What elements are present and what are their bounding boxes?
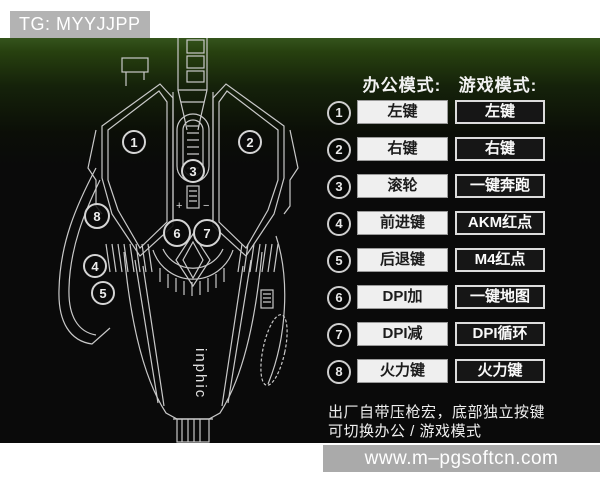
row-number-3: 3 (327, 175, 351, 199)
mouse-diagram-area: + − (0, 38, 600, 443)
game-label-8: 火力键 (455, 359, 545, 383)
row-number-8: 8 (327, 360, 351, 384)
game-label-7: DPI循环 (455, 322, 545, 346)
callout-5: 5 (99, 286, 106, 301)
callout-3: 3 (189, 164, 196, 179)
mouse-callouts: 1 2 3 4 5 6 7 8 (83, 130, 262, 305)
row-number-7: 7 (327, 323, 351, 347)
row-number-4: 4 (327, 212, 351, 236)
mouse-line-drawing: + − (58, 38, 299, 443)
game-label-6: 一键地图 (455, 285, 545, 309)
mouse-dpi-rocker: + − (176, 185, 209, 212)
game-label-2: 右键 (455, 137, 545, 161)
mouse-grip-ribs (105, 243, 279, 273)
mouse-left-button (87, 83, 174, 257)
office-label-7: DPI减 (357, 322, 448, 346)
callout-8: 8 (93, 209, 100, 224)
row-number-2: 2 (327, 138, 351, 162)
game-label-5: M4红点 (455, 248, 545, 272)
callout-7: 7 (203, 226, 210, 241)
game-mode-header: 游戏模式: (458, 76, 538, 95)
website-watermark: www.m–pgsoftcn.com (323, 445, 600, 472)
row-number-6: 6 (327, 286, 351, 310)
callout-1: 1 (130, 135, 137, 150)
row-number-1: 1 (327, 101, 351, 125)
dpi-minus-mark: − (203, 200, 209, 212)
office-label-1: 左键 (357, 100, 448, 124)
office-label-3: 滚轮 (357, 174, 448, 198)
game-label-4: AKM红点 (455, 211, 545, 235)
brand-label: inphic (192, 348, 209, 399)
mouse-fan-shell (152, 232, 234, 296)
mouse-palm: inphic (123, 235, 288, 443)
dpi-plus-mark: + (176, 200, 182, 212)
telegram-badge: TG: MYYJJPP (10, 11, 150, 38)
office-mode-header: 办公模式: (362, 76, 442, 95)
mouse-right-button (212, 83, 299, 257)
mouse-antenna (121, 57, 149, 86)
callout-6: 6 (173, 226, 180, 241)
mouse-cable (177, 38, 208, 131)
callout-4: 4 (91, 259, 99, 274)
mouse-thumb-wing (58, 167, 111, 345)
footnote-line-1: 出厂自带压枪宏，底部独立按键 (328, 404, 546, 421)
footnote-line-2: 可切换办公 / 游戏模式 (328, 423, 482, 440)
game-label-3: 一键奔跑 (455, 174, 545, 198)
row-number-5: 5 (327, 249, 351, 273)
office-label-5: 后退键 (357, 248, 448, 272)
office-label-6: DPI加 (357, 285, 448, 309)
game-label-1: 左键 (455, 100, 545, 124)
office-label-8: 火力键 (357, 359, 448, 383)
callout-2: 2 (246, 135, 253, 150)
office-label-2: 右键 (357, 137, 448, 161)
office-label-4: 前进键 (357, 211, 448, 235)
